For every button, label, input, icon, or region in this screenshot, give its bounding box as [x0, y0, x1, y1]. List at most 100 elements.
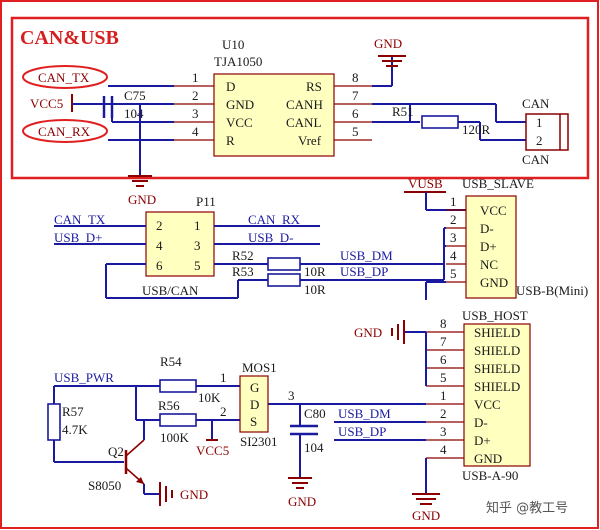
can-pin1: 1	[536, 115, 543, 130]
mos1-pin-s: S	[250, 414, 257, 429]
p11-header[interactable]: P11 2 4 6 1 3 5	[145, 194, 216, 277]
mos1-pin-d: D	[250, 397, 259, 412]
can-conn-label: CAN	[522, 152, 550, 167]
u10-pin2-num: 2	[192, 88, 199, 103]
r52-body	[267, 257, 301, 271]
mos1-pin-g: G	[250, 380, 259, 395]
usb-host-pin7: 7	[440, 334, 447, 349]
net-vcc5-top: VCC5	[30, 96, 63, 111]
usb-host-gnd: GND	[474, 451, 502, 466]
c75-ref: C75	[124, 88, 146, 103]
usb-host-pin1: 1	[440, 388, 447, 403]
c80-value: 104	[304, 440, 324, 455]
mos1-pin-d-num: 3	[288, 388, 295, 403]
can-rx-highlight	[22, 119, 108, 143]
p11-pin1: 1	[194, 218, 201, 233]
gnd-label-u10: GND	[128, 192, 156, 207]
gnd-label-host: GND	[412, 508, 440, 523]
can-conn-title: CAN	[522, 96, 550, 111]
usb-host-pin6: 6	[440, 352, 447, 367]
usb-host-shield-2: SHIELD	[474, 343, 520, 358]
usb-slave-dplus: D+	[480, 239, 497, 254]
usb-host-pin4: 4	[440, 442, 447, 457]
u10-pin-vcc: VCC	[226, 115, 253, 130]
usb-slave-connector[interactable]: 1 2 3 4 5 VCC D- D+ NC GND	[446, 194, 517, 299]
net-vusb: VUSB	[408, 176, 443, 191]
net-usb-dp-host: USB_DP	[338, 424, 386, 439]
u10-body	[213, 73, 335, 157]
p11-pin3: 3	[194, 238, 201, 253]
net-can-rx-p11: CAN_RX	[248, 212, 301, 227]
usb-slave-pin1: 1	[450, 194, 457, 209]
watermark: 知乎 @教工号	[486, 500, 568, 516]
usb-slave-dminus: D-	[480, 221, 494, 236]
r51-value: 120R	[462, 122, 491, 137]
u10-pin-canl: CANL	[286, 115, 321, 130]
net-vcc5-mos: VCC5	[196, 443, 229, 458]
gnd-label-rs: GND	[374, 36, 402, 51]
r57-ref: R57	[62, 404, 84, 419]
usb-slave-part: USB-B(Mini)	[516, 283, 588, 298]
can-connector[interactable]: CAN 1 2 CAN	[522, 96, 569, 167]
gnd-label-shield: GND	[354, 325, 382, 340]
mos1-pin-g-num: 1	[220, 370, 227, 385]
can-section-frame	[10, 16, 590, 180]
net-can-rx: CAN_RX	[38, 124, 91, 139]
r56-value: 100K	[160, 430, 190, 445]
usb-slave-pin5: 5	[450, 266, 457, 281]
p11-ref: P11	[196, 194, 216, 209]
mos1-transistor[interactable]: MOS1 G D S SI2301	[239, 360, 278, 449]
u10-pin-rs: RS	[306, 79, 322, 94]
usb-slave-nc: NC	[480, 257, 498, 272]
usb-host-dplus: D+	[474, 433, 491, 448]
q2-part: S8050	[88, 478, 121, 493]
c80-ref: C80	[304, 406, 326, 421]
q2-transistor[interactable]: Q2 S8050	[88, 439, 145, 493]
mos1-ref: MOS1	[242, 360, 277, 375]
r54-body	[159, 379, 197, 393]
u10-pin5-num: 5	[352, 124, 359, 139]
usb-host-title: USB_HOST	[462, 308, 528, 323]
section-title: CAN&USB	[20, 27, 119, 49]
usb-host-pin2: 2	[440, 406, 447, 421]
net-usb-dm-r52: USB_DM	[340, 248, 393, 263]
u10-pin7-num: 7	[352, 88, 359, 103]
mos1-pin-s-num: 2	[220, 404, 227, 419]
usb-slave-gnd: GND	[480, 275, 508, 290]
gnd-label-q2: GND	[180, 487, 208, 502]
q2-ref: Q2	[108, 444, 124, 459]
net-usb-dminus-p11: USB_D-	[248, 230, 294, 245]
usb-host-part: USB-A-90	[462, 468, 518, 483]
usb-slave-pin2: 2	[450, 212, 457, 227]
u10-pin-vref: Vref	[298, 133, 322, 148]
net-usb-dp-r53: USB_DP	[340, 264, 388, 279]
u10-ref: U10	[222, 37, 244, 52]
r52-ref: R52	[232, 248, 254, 263]
r54-value: 10K	[198, 390, 221, 405]
p11-pin6: 6	[156, 258, 163, 273]
usb-slave-title: USB_SLAVE	[462, 176, 534, 191]
usb-host-vcc: VCC	[474, 397, 501, 412]
net-can-tx-p11: CAN_TX	[54, 212, 106, 227]
p11-pin5: 5	[194, 258, 201, 273]
u10-pin-r: R	[226, 133, 235, 148]
mos1-part: SI2301	[240, 434, 278, 449]
r51-body	[421, 115, 459, 129]
u10-part: TJA1050	[214, 54, 262, 69]
u10-pin6-num: 6	[352, 106, 359, 121]
r57-body	[47, 403, 61, 441]
usb-host-shield-3: SHIELD	[474, 361, 520, 376]
r53-body	[267, 273, 301, 287]
r51-ref: R51	[392, 104, 414, 119]
u10-pin1-num: 1	[192, 70, 199, 85]
usb-host-shield-1: SHIELD	[474, 325, 520, 340]
u10-transceiver[interactable]: U10 TJA1050 1 2 3 4 D GND VCC R 8 7 6 5 …	[174, 37, 372, 157]
u10-pin-gnd: GND	[226, 97, 254, 112]
net-usb-dm-host: USB_DM	[338, 406, 391, 421]
r56-ref: R56	[158, 398, 180, 413]
usb-host-pin5: 5	[440, 370, 447, 385]
usb-host-connector[interactable]: 8 7 6 5 1 2 3 4 SHIELD SHIELD SHIELD SHI…	[426, 316, 531, 467]
r53-value: 10R	[304, 282, 326, 297]
r53-ref: R53	[232, 264, 254, 279]
